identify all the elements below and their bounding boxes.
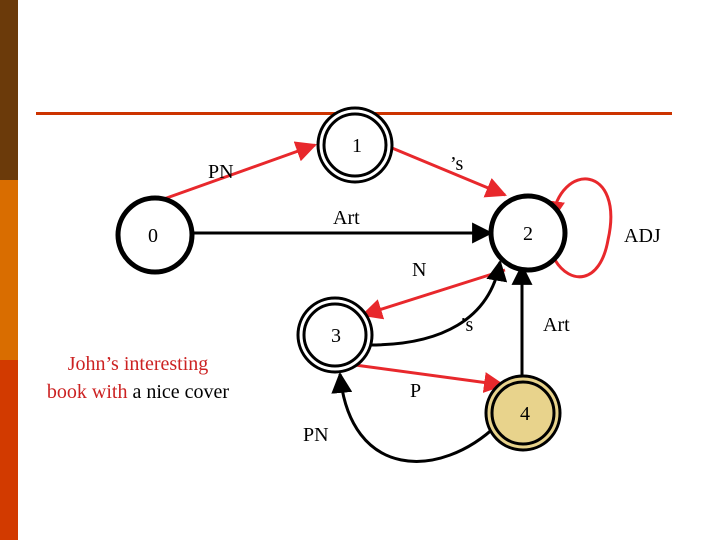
- edge-3-4-p: [354, 363, 506, 393]
- edge-label-pn-bottom: PN: [303, 424, 329, 446]
- edge-label-s-top: ’s: [450, 153, 464, 175]
- node-4-label: 4: [520, 403, 530, 425]
- side-bar-middle: [0, 180, 18, 360]
- example-sentence: John’s interesting book with a nice cove…: [20, 350, 256, 406]
- node-2-label: 2: [523, 223, 533, 245]
- edge-label-s-mid: ’s: [460, 314, 474, 336]
- side-bar-bottom: [0, 360, 18, 540]
- side-bar-top: [0, 0, 18, 180]
- edge-0-1-pn: [146, 141, 317, 207]
- caption-line2-highlight: book with: [46, 381, 128, 403]
- edge-1-2-s: [391, 146, 507, 198]
- node-3: 3: [296, 296, 374, 374]
- node-1: 1: [316, 106, 394, 184]
- node-0: 0: [115, 195, 195, 275]
- node-2: 2: [488, 193, 568, 273]
- edge-3-2-s: [369, 259, 508, 347]
- node-0-label: 0: [148, 225, 158, 247]
- edge-2-2-adj-loop: [544, 177, 613, 279]
- edge-2-3-n: [360, 268, 506, 320]
- edge-4-3-pn: [331, 371, 499, 463]
- node-4: 4: [484, 374, 562, 452]
- edge-label-p: P: [410, 380, 421, 402]
- edge-label-art-mid: Art: [543, 314, 570, 336]
- edge-label-art-top: Art: [333, 207, 360, 229]
- node-1-label: 1: [352, 135, 362, 157]
- edge-label-pn-top: PN: [208, 161, 234, 183]
- edge-label-adj: ADJ: [624, 225, 661, 247]
- edge-label-n: N: [412, 259, 426, 281]
- caption-line1-highlight: John’s interesting: [67, 353, 209, 375]
- caption-line2-rest: a nice cover: [127, 381, 230, 403]
- node-3-label: 3: [331, 325, 341, 347]
